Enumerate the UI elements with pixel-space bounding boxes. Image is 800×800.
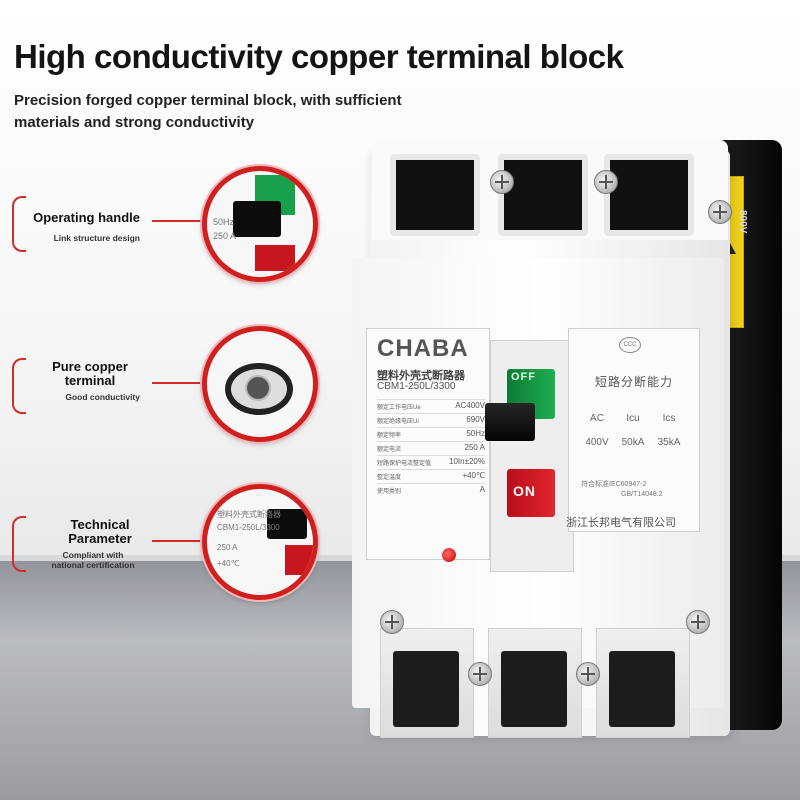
on-label: ON — [513, 483, 536, 499]
copper-terminal-shape — [225, 363, 293, 415]
model-number: CBM1-250L/3300 — [377, 381, 456, 392]
feature-desc: Good conductivity — [65, 392, 140, 402]
feature-desc: Link structure design — [53, 233, 140, 243]
company-name: 浙江长邦电气有限公司 — [566, 517, 676, 529]
closeup-model: CBM1-250L/3300 — [217, 523, 280, 532]
handle-window: OFF ON — [485, 340, 574, 572]
bottom-terminal — [488, 628, 582, 738]
connector-line — [152, 220, 212, 222]
screw-icon — [594, 170, 618, 194]
trip-indicator-button — [442, 548, 456, 562]
terminal-hole — [393, 651, 459, 727]
capacity-title: 短路分断能力 — [594, 375, 673, 389]
feature-bracket — [12, 358, 26, 414]
feature-desc: Compliant with national certification — [51, 550, 135, 570]
closeup-value: 250 A — [213, 231, 237, 241]
terminal-slot — [604, 154, 694, 236]
screw-icon — [490, 170, 514, 194]
terminal-hole — [501, 651, 567, 727]
terminal-slot — [390, 154, 480, 236]
feature-bracket — [12, 196, 26, 252]
breaker-top-cap — [372, 140, 732, 240]
screw-icon — [468, 662, 492, 686]
red-handle-shape — [255, 245, 295, 271]
handle-closeup-icon: 50Hz 250 A — [202, 166, 318, 282]
standard-text: GB/T14048.2 — [621, 491, 663, 498]
screw-icon — [708, 200, 732, 224]
page-title: High conductivity copper terminal block — [14, 38, 624, 75]
feature-title: Operating handle — [33, 210, 140, 225]
connector-line — [152, 540, 212, 542]
brand-logo: CHABA — [377, 335, 469, 362]
screw-icon — [686, 610, 710, 634]
label-closeup-icon: 塑料外壳式断路器 CBM1-250L/3300 250 A +40℃ — [202, 484, 318, 600]
black-lever-shape — [233, 201, 281, 237]
product-name: 塑料外壳式断路器 — [377, 370, 465, 382]
side-voltage-mark: 800V — [737, 210, 748, 234]
screw-icon — [576, 662, 600, 686]
ccc-cert-icon: CCC — [619, 337, 641, 353]
off-label: OFF — [511, 371, 536, 383]
terminal-slot — [498, 154, 588, 236]
bottom-terminal — [380, 628, 474, 738]
operating-handle — [485, 403, 535, 441]
bottom-terminal — [596, 628, 690, 738]
connector-line — [152, 382, 212, 384]
page-subtitle: Precision forged copper terminal block, … — [14, 92, 402, 131]
closeup-value: +40℃ — [217, 559, 240, 568]
feature-bracket — [12, 516, 26, 572]
terminal-closeup-icon — [202, 326, 318, 442]
standard-text: 符合标准IEC60947-2 — [581, 481, 647, 488]
closeup-brand: 塑料外壳式断路器 — [217, 510, 281, 519]
feature-title: Technical Parameter — [68, 517, 132, 546]
feature-title: Pure copper terminal — [52, 359, 128, 388]
circuit-breaker: 800V CHABA 塑料外壳式断路器 CBM1-250L/3300 额定工作电… — [350, 140, 782, 740]
red-handle-shape — [285, 545, 313, 575]
closeup-value: 50Hz — [213, 217, 235, 227]
spec-row: 整定温度+40℃ — [377, 469, 485, 481]
closeup-value: 250 A — [217, 543, 238, 552]
black-lever-shape — [267, 509, 307, 539]
handle-on-zone: ON — [507, 469, 555, 517]
terminal-hole — [609, 651, 675, 727]
screw-icon — [380, 610, 404, 634]
terminal-screw-shape — [245, 375, 271, 401]
